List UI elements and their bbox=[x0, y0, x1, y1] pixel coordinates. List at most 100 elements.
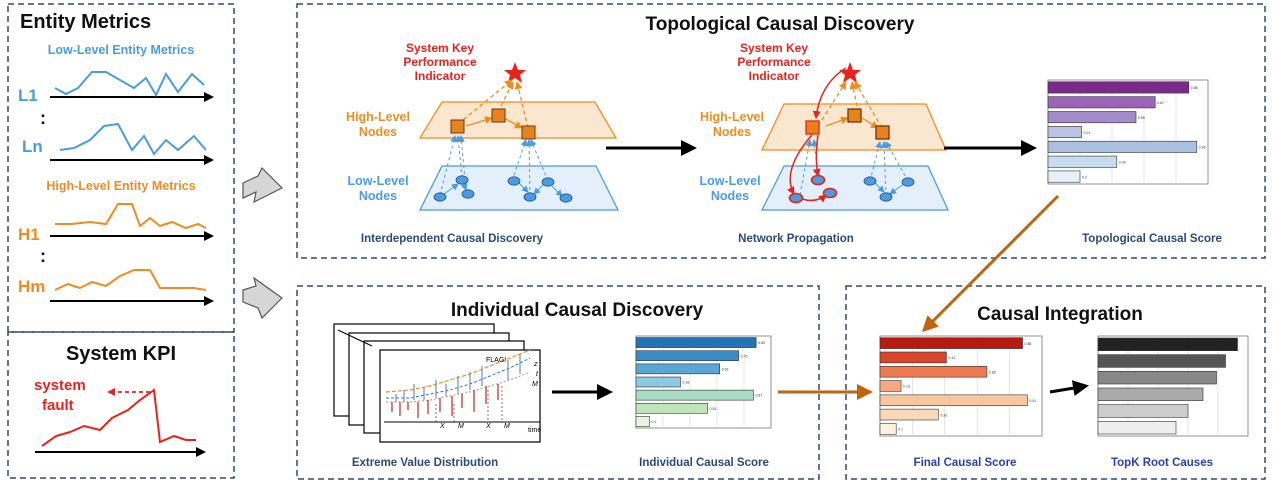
high-level-plane bbox=[418, 101, 618, 139]
kpi-label-mid-line1: System Key bbox=[740, 41, 808, 55]
time-label: time bbox=[528, 427, 541, 434]
bar-value-0: 0.89 bbox=[758, 341, 765, 345]
topological-score-chart: 0.880.670.550.210.930.430.2 bbox=[1047, 79, 1209, 185]
caption-final-score: Final Causal Score bbox=[914, 457, 1017, 469]
system-fault-label-line1: system bbox=[34, 377, 86, 394]
bar-value-4: 0.87 bbox=[755, 394, 762, 398]
svg-text:t: t bbox=[536, 371, 539, 378]
extreme-value-plot: FLAG! time z t M X M X M bbox=[333, 323, 541, 443]
bar-value-2: 0.66 bbox=[989, 370, 996, 374]
individual-score-chart: 0.890.760.620.330.870.530.1 bbox=[635, 335, 772, 429]
svg-text:M: M bbox=[532, 381, 538, 388]
row-label-l1: L1 bbox=[18, 86, 38, 105]
topk-chart bbox=[1097, 335, 1249, 437]
integration-title: Causal Integration bbox=[977, 304, 1143, 325]
row-label-ln: Ln bbox=[22, 137, 43, 156]
entity-metrics-panel bbox=[7, 3, 235, 333]
high-level-nodes-label-line1: High-Level bbox=[346, 110, 410, 124]
bar-value-6: 0.1 bbox=[652, 420, 657, 424]
bar-value-5: 0.43 bbox=[1119, 160, 1126, 164]
bar-5 bbox=[879, 408, 939, 421]
kpi-label-line1: System Key bbox=[406, 41, 474, 55]
high-level-nodes-mid-line2: Nodes bbox=[713, 125, 751, 139]
bar-value-1: 0.41 bbox=[948, 356, 955, 360]
to-topological-arrow bbox=[242, 166, 284, 204]
low-level-nodes-mid-line2: Nodes bbox=[711, 189, 749, 203]
bar-3 bbox=[1047, 126, 1082, 138]
l1-series-line bbox=[54, 71, 205, 98]
kpi-label-line3: Indicator bbox=[415, 69, 466, 83]
system-kpi-title: System KPI bbox=[66, 343, 176, 365]
low-level-plane-mid bbox=[760, 165, 950, 211]
ellipsis-low: : bbox=[40, 108, 46, 128]
kpi-label-mid-line3: Indicator bbox=[749, 69, 800, 83]
bar-value-1: 0.76 bbox=[741, 354, 748, 358]
ln-series-line bbox=[59, 122, 207, 156]
kpi-star-icon bbox=[504, 62, 526, 83]
integration-panel bbox=[845, 285, 1266, 480]
bar-3 bbox=[879, 380, 902, 392]
individual-title: Individual Causal Discovery bbox=[451, 300, 704, 321]
high-level-plane-mid bbox=[760, 103, 947, 151]
caption-topk: TopK Root Causes bbox=[1111, 457, 1213, 469]
svg-text:M: M bbox=[504, 423, 510, 430]
caption-interdependent: Interdependent Causal Discovery bbox=[361, 233, 544, 245]
bar-2 bbox=[879, 365, 988, 378]
bar-4 bbox=[1047, 140, 1198, 153]
low-level-metrics-label: Low-Level Entity Metrics bbox=[48, 43, 195, 57]
low-level-nodes-label-line1: Low-Level bbox=[347, 174, 408, 188]
topological-title: Topological Causal Discovery bbox=[646, 14, 915, 35]
bar-2 bbox=[1047, 111, 1137, 124]
bar-1 bbox=[635, 350, 739, 362]
high-level-nodes-label-line2: Nodes bbox=[359, 125, 397, 139]
row-label-hm: Hm bbox=[18, 277, 45, 296]
bar-value-6: 0.2 bbox=[1082, 175, 1087, 179]
bar-1 bbox=[1097, 354, 1226, 368]
low-level-nodes-label-line2: Nodes bbox=[359, 189, 397, 203]
bar-value-0: 0.88 bbox=[1025, 342, 1032, 346]
bar-value-0: 0.88 bbox=[1191, 86, 1198, 90]
bar-3 bbox=[1097, 387, 1204, 401]
bar-3 bbox=[635, 376, 681, 388]
svg-text:M: M bbox=[458, 423, 464, 430]
bar-value-1: 0.67 bbox=[1157, 101, 1164, 105]
bar-value-4: 0.91 bbox=[1029, 399, 1036, 403]
h1-series-line bbox=[55, 203, 207, 230]
bar-4 bbox=[635, 389, 754, 401]
bar-5 bbox=[1097, 421, 1177, 435]
low-level-nodes-mid-line1: Low-Level bbox=[699, 174, 760, 188]
svg-text:X: X bbox=[439, 423, 445, 430]
kpi-label-mid-line2: Performance bbox=[737, 55, 811, 69]
propagation-network: System Key Performance Indicator High-Le… bbox=[699, 41, 950, 211]
bar-1 bbox=[1047, 96, 1156, 109]
system-kpi-panel bbox=[7, 331, 235, 479]
entity-metrics-title: Entity Metrics bbox=[20, 11, 151, 33]
svg-text:z: z bbox=[533, 361, 538, 368]
integration-arrow bbox=[1049, 380, 1089, 397]
bar-2 bbox=[1097, 371, 1217, 385]
bar-value-3: 0.13 bbox=[903, 385, 910, 389]
bar-6 bbox=[879, 423, 897, 435]
bar-value-3: 0.21 bbox=[1084, 131, 1091, 135]
low-level-plane bbox=[418, 165, 620, 211]
to-individual-arrow bbox=[242, 276, 283, 320]
row-label-h1: H1 bbox=[18, 225, 40, 244]
caption-network-propagation: Network Propagation bbox=[738, 233, 854, 245]
kpi-series-line bbox=[41, 388, 196, 447]
bar-value-3: 0.33 bbox=[683, 381, 690, 385]
bar-value-5: 0.36 bbox=[940, 413, 947, 417]
bar-5 bbox=[1047, 155, 1118, 168]
flag-label: FLAG! bbox=[486, 357, 506, 364]
topological-panel bbox=[296, 3, 1266, 259]
individual-panel bbox=[296, 285, 820, 480]
bar-2 bbox=[635, 363, 720, 375]
high-level-nodes-mid-line1: High-Level bbox=[700, 110, 764, 124]
bar-0 bbox=[1047, 81, 1190, 94]
final-score-chart: 0.880.410.660.130.910.360.1 bbox=[879, 335, 1043, 437]
caption-extreme-value: Extreme Value Distribution bbox=[352, 457, 498, 469]
bar-4 bbox=[879, 394, 1028, 407]
caption-individual-score: Individual Causal Score bbox=[639, 457, 769, 469]
kpi-star-mid-icon bbox=[839, 62, 861, 83]
bar-5 bbox=[635, 402, 708, 414]
